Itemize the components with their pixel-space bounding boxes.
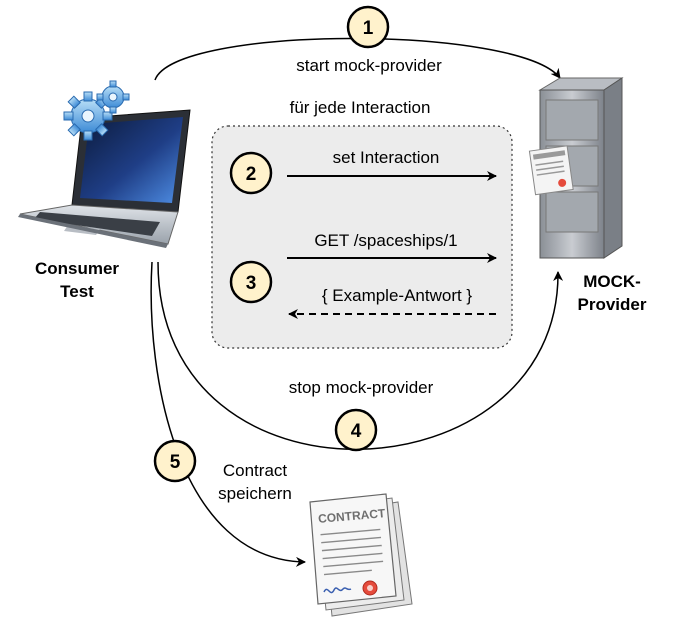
step3-request-label: GET /spaceships/1 <box>314 231 457 250</box>
interaction-group-box <box>211 125 513 349</box>
consumer-label-line2: Test <box>60 282 94 301</box>
svg-text:5: 5 <box>170 452 181 473</box>
step1-badge: 1 <box>346 5 390 49</box>
step4-label: stop mock-provider <box>289 378 434 397</box>
interaction-group: für jede Interaction <box>211 98 513 349</box>
gears-icon <box>63 80 130 141</box>
contract-title: CONTRACT <box>318 506 387 526</box>
start-arrow <box>154 37 561 81</box>
consumer-label-line1: Consumer <box>35 259 119 278</box>
svg-text:1: 1 <box>363 18 374 39</box>
step3-response-label: { Example-Antwort } <box>322 286 473 305</box>
svg-text:4: 4 <box>351 421 362 442</box>
step2-label: set Interaction <box>333 148 440 167</box>
step5-badge: 5 <box>153 439 197 483</box>
step5-label-line1: Contract <box>223 461 288 480</box>
svg-text:3: 3 <box>246 273 257 294</box>
step2-badge: 2 <box>229 151 273 195</box>
svg-text:2: 2 <box>246 164 257 185</box>
contract-document-icon: CONTRACT <box>309 493 413 617</box>
interaction-group-label: für jede Interaction <box>290 98 431 117</box>
step4-badge: 4 <box>334 408 378 452</box>
provider-label-line1: MOCK- <box>583 272 641 291</box>
step3-badge: 3 <box>229 260 273 304</box>
step1-label: start mock-provider <box>296 56 442 75</box>
server-icon <box>528 77 624 259</box>
step5-label-line2: speichern <box>218 484 292 503</box>
provider-label-line2: Provider <box>578 295 647 314</box>
